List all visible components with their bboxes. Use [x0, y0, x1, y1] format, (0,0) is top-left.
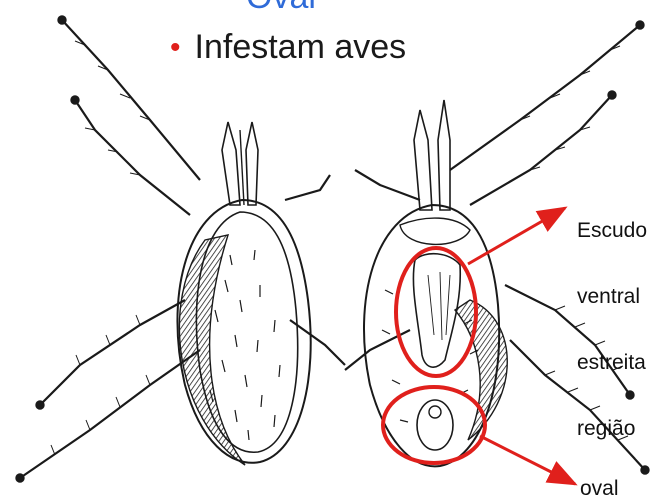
anal-plate-highlight — [383, 387, 485, 463]
mite-dorsal-view-icon — [16, 16, 345, 482]
label-line-2: ventral — [577, 286, 660, 308]
arrow-to-ventral-label — [468, 208, 565, 264]
oval-label: oval — [580, 478, 619, 500]
label-line-1: Escudo — [577, 220, 660, 242]
dorsal-setae — [210, 250, 280, 440]
ventral-shield-label: Escudo ventral estreita região — [577, 176, 660, 462]
label-line-3: estreita — [577, 352, 660, 374]
label-line-4: região — [577, 418, 660, 440]
arrow-to-oval-label — [480, 436, 575, 484]
